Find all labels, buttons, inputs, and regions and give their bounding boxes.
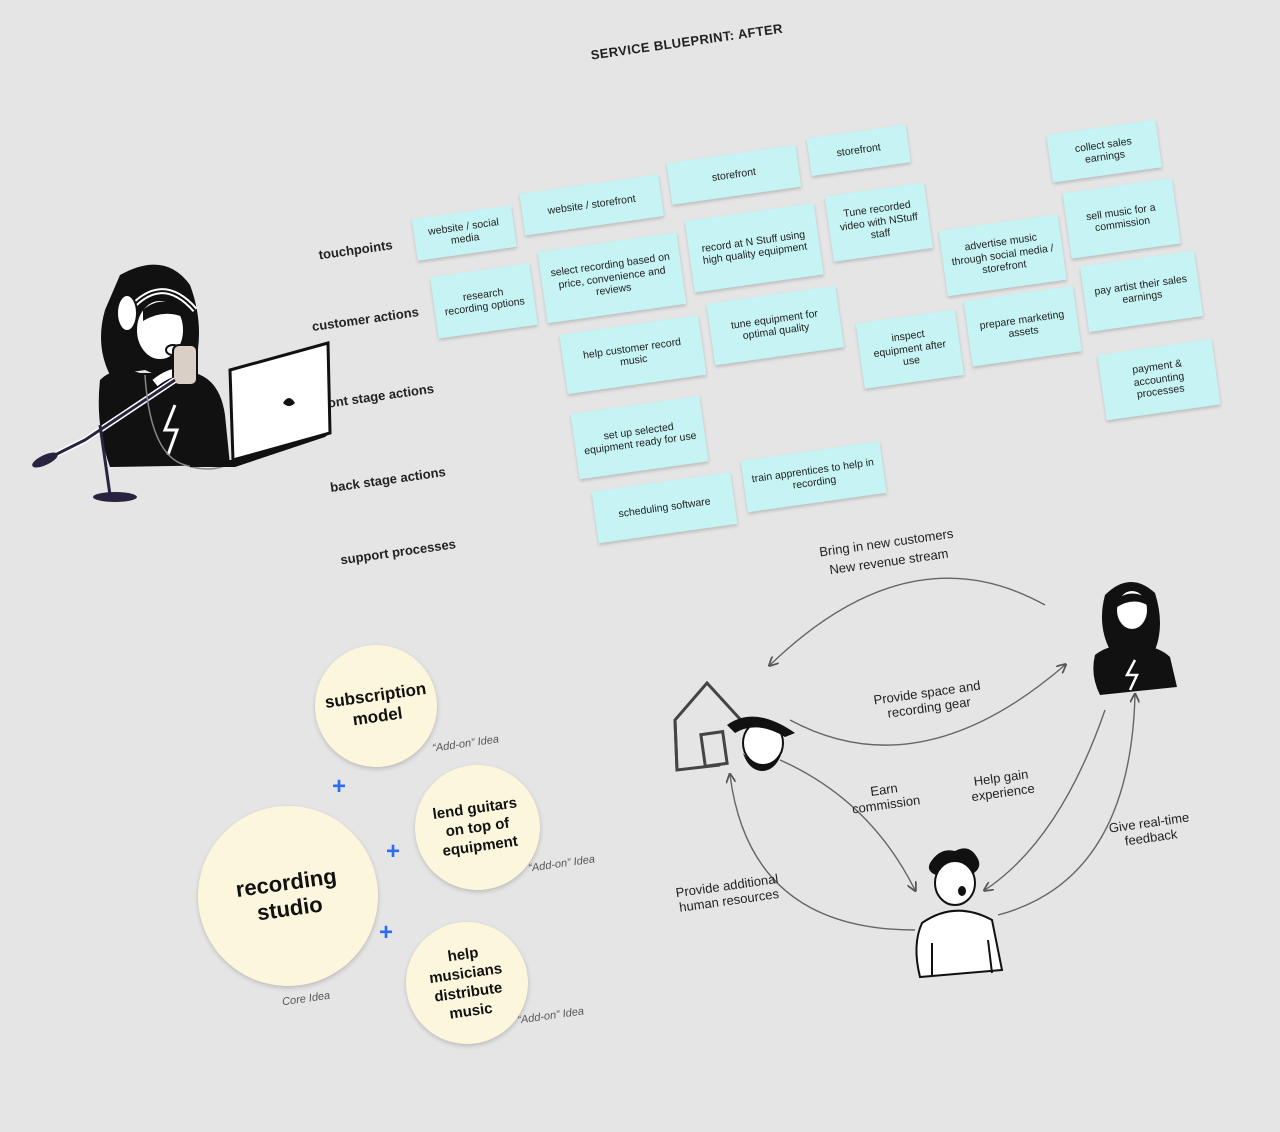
value-flow-arrows: [660, 577, 1220, 931]
sticky-research-recording-options[interactable]: research recording options: [430, 263, 538, 339]
artist-illustration: [1093, 581, 1177, 695]
apprentice-illustration: [915, 848, 1004, 979]
podcaster-illustration: [32, 264, 332, 502]
sticky-tune-recorded-video[interactable]: Tune recorded video with NStuff staff: [824, 182, 933, 262]
sticky-prepare-marketing-assets[interactable]: prepare marketing assets: [963, 285, 1082, 367]
sticky-help-customer-record[interactable]: help customer record music: [559, 315, 707, 395]
sticky-collect-sales-earnings[interactable]: collect sales earnings: [1046, 119, 1162, 183]
blueprint-title: SERVICE BLUEPRINT: AFTER: [589, 20, 784, 63]
sticky-storefront[interactable]: storefront: [666, 145, 802, 205]
sticky-website-storefront[interactable]: website / storefront: [519, 174, 664, 236]
idea-addon-label: subscription model: [323, 678, 428, 730]
sticky-pay-artist[interactable]: pay artist their sales earnings: [1080, 250, 1204, 332]
sticky-storefront-2[interactable]: storefront: [806, 124, 911, 177]
sticky-inspect-equipment[interactable]: inspect equipment after use: [855, 309, 964, 389]
idea-core-label: recording studio: [234, 863, 339, 926]
lane-label: back stage actions: [329, 463, 447, 496]
sticky-tune-equipment[interactable]: tune equipment for optimal quality: [706, 285, 844, 366]
sticky-advertise-music[interactable]: advertise music through social media / s…: [938, 214, 1067, 297]
plus-icon: +: [386, 838, 401, 865]
idea-addon-label: lend guitars on top of equipment: [431, 794, 519, 861]
lane-label: support processes: [339, 536, 457, 568]
idea-addon-label: help musicians distribute music: [428, 944, 504, 1023]
plus-icon: +: [332, 773, 347, 800]
sticky-train-apprentices[interactable]: train apprentices to help in recording: [740, 441, 887, 513]
sticky-select-recording[interactable]: select recording based on price, conveni…: [537, 232, 687, 324]
lane-support-processes: support processes: [338, 536, 459, 569]
sticky-scheduling-software[interactable]: scheduling software: [591, 472, 738, 544]
sticky-sell-music[interactable]: sell music for a commission: [1062, 178, 1181, 259]
plus-icon: +: [379, 919, 394, 946]
store-owner-illustration: [673, 680, 795, 772]
sticky-record-at-n-stuff[interactable]: record at N Stuff using high quality equ…: [684, 203, 824, 293]
sticky-set-up-equipment[interactable]: set up selected equipment ready for use: [570, 395, 709, 480]
lane-back-stage: back stage actions: [327, 464, 448, 497]
sticky-payment-accounting[interactable]: payment & accounting processes: [1097, 339, 1221, 421]
sticky-website-social-media[interactable]: website / social media: [411, 205, 517, 261]
